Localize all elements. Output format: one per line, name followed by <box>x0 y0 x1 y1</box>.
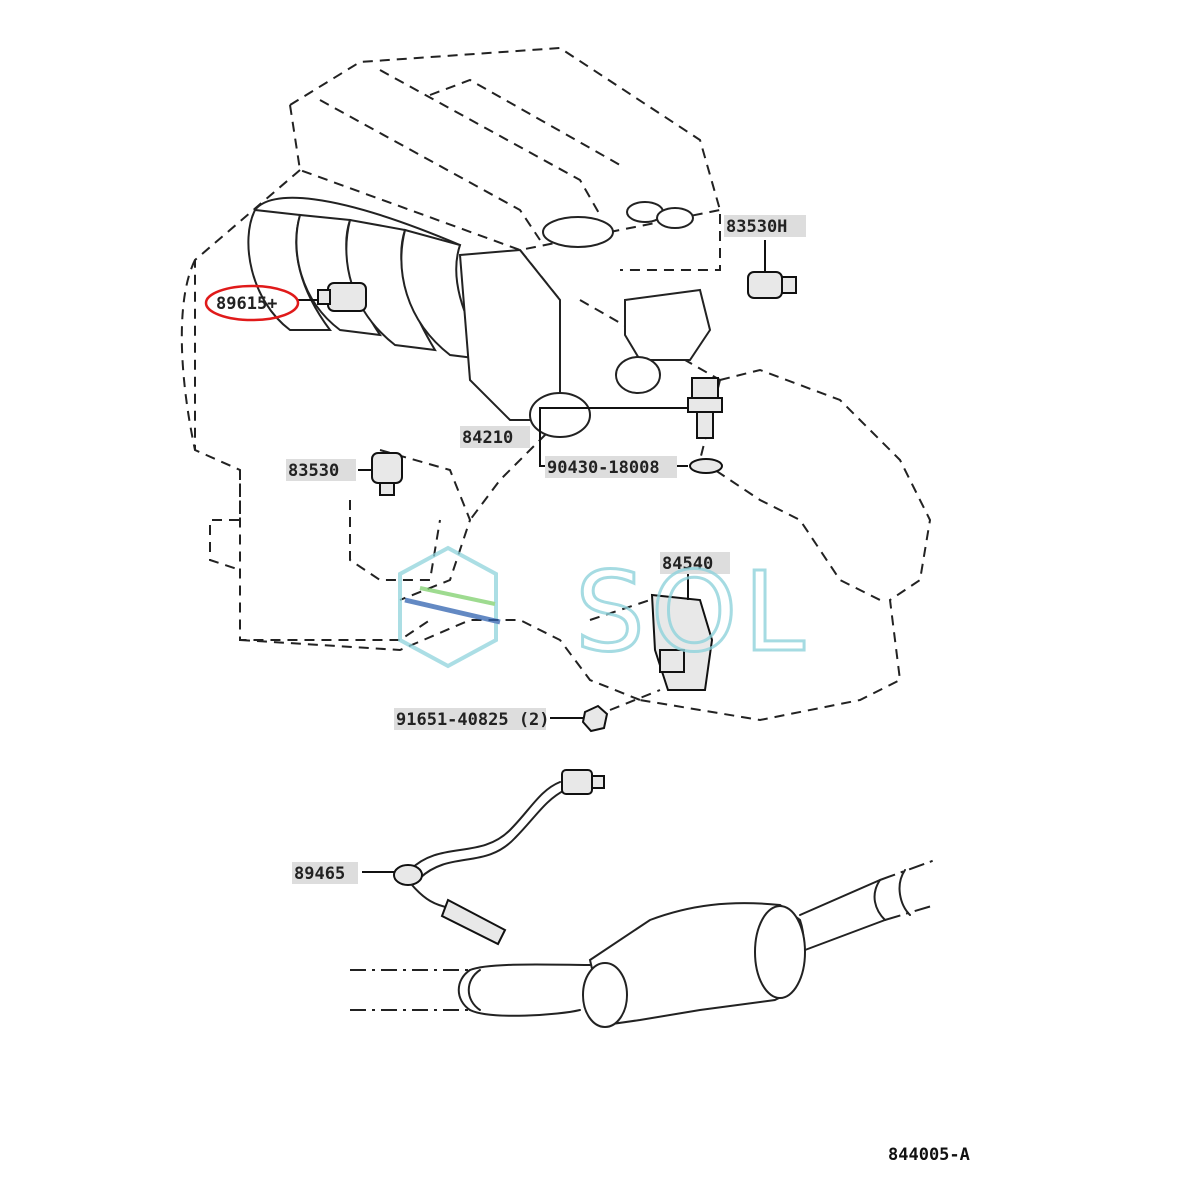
label-89465: 89465 <box>294 864 345 884</box>
label-83530h: 83530H <box>726 217 787 237</box>
sensor-84210 <box>539 377 723 474</box>
nut-91651 <box>550 704 609 733</box>
sensor-89615 <box>298 282 367 312</box>
label-91651: 91651-40825 (2) <box>396 710 550 730</box>
sensor-83530h <box>747 240 797 299</box>
label-89615: 89615+ <box>216 294 277 314</box>
oxygen-sensor-89465 <box>362 769 605 946</box>
sensor-83530 <box>358 452 403 496</box>
label-84540: 84540 <box>662 554 713 574</box>
watermark-logo <box>398 545 501 669</box>
label-90430: 90430-18008 <box>547 458 660 478</box>
sensor-84540 <box>589 570 714 711</box>
exhaust-pipe <box>350 859 936 1028</box>
label-83530: 83530 <box>288 461 339 481</box>
figure-id: 844005-A <box>888 1145 970 1165</box>
label-84210: 84210 <box>462 428 513 448</box>
engine-block <box>180 46 932 722</box>
watermark-text: SOL <box>575 548 811 676</box>
highlight-ring <box>204 284 300 322</box>
